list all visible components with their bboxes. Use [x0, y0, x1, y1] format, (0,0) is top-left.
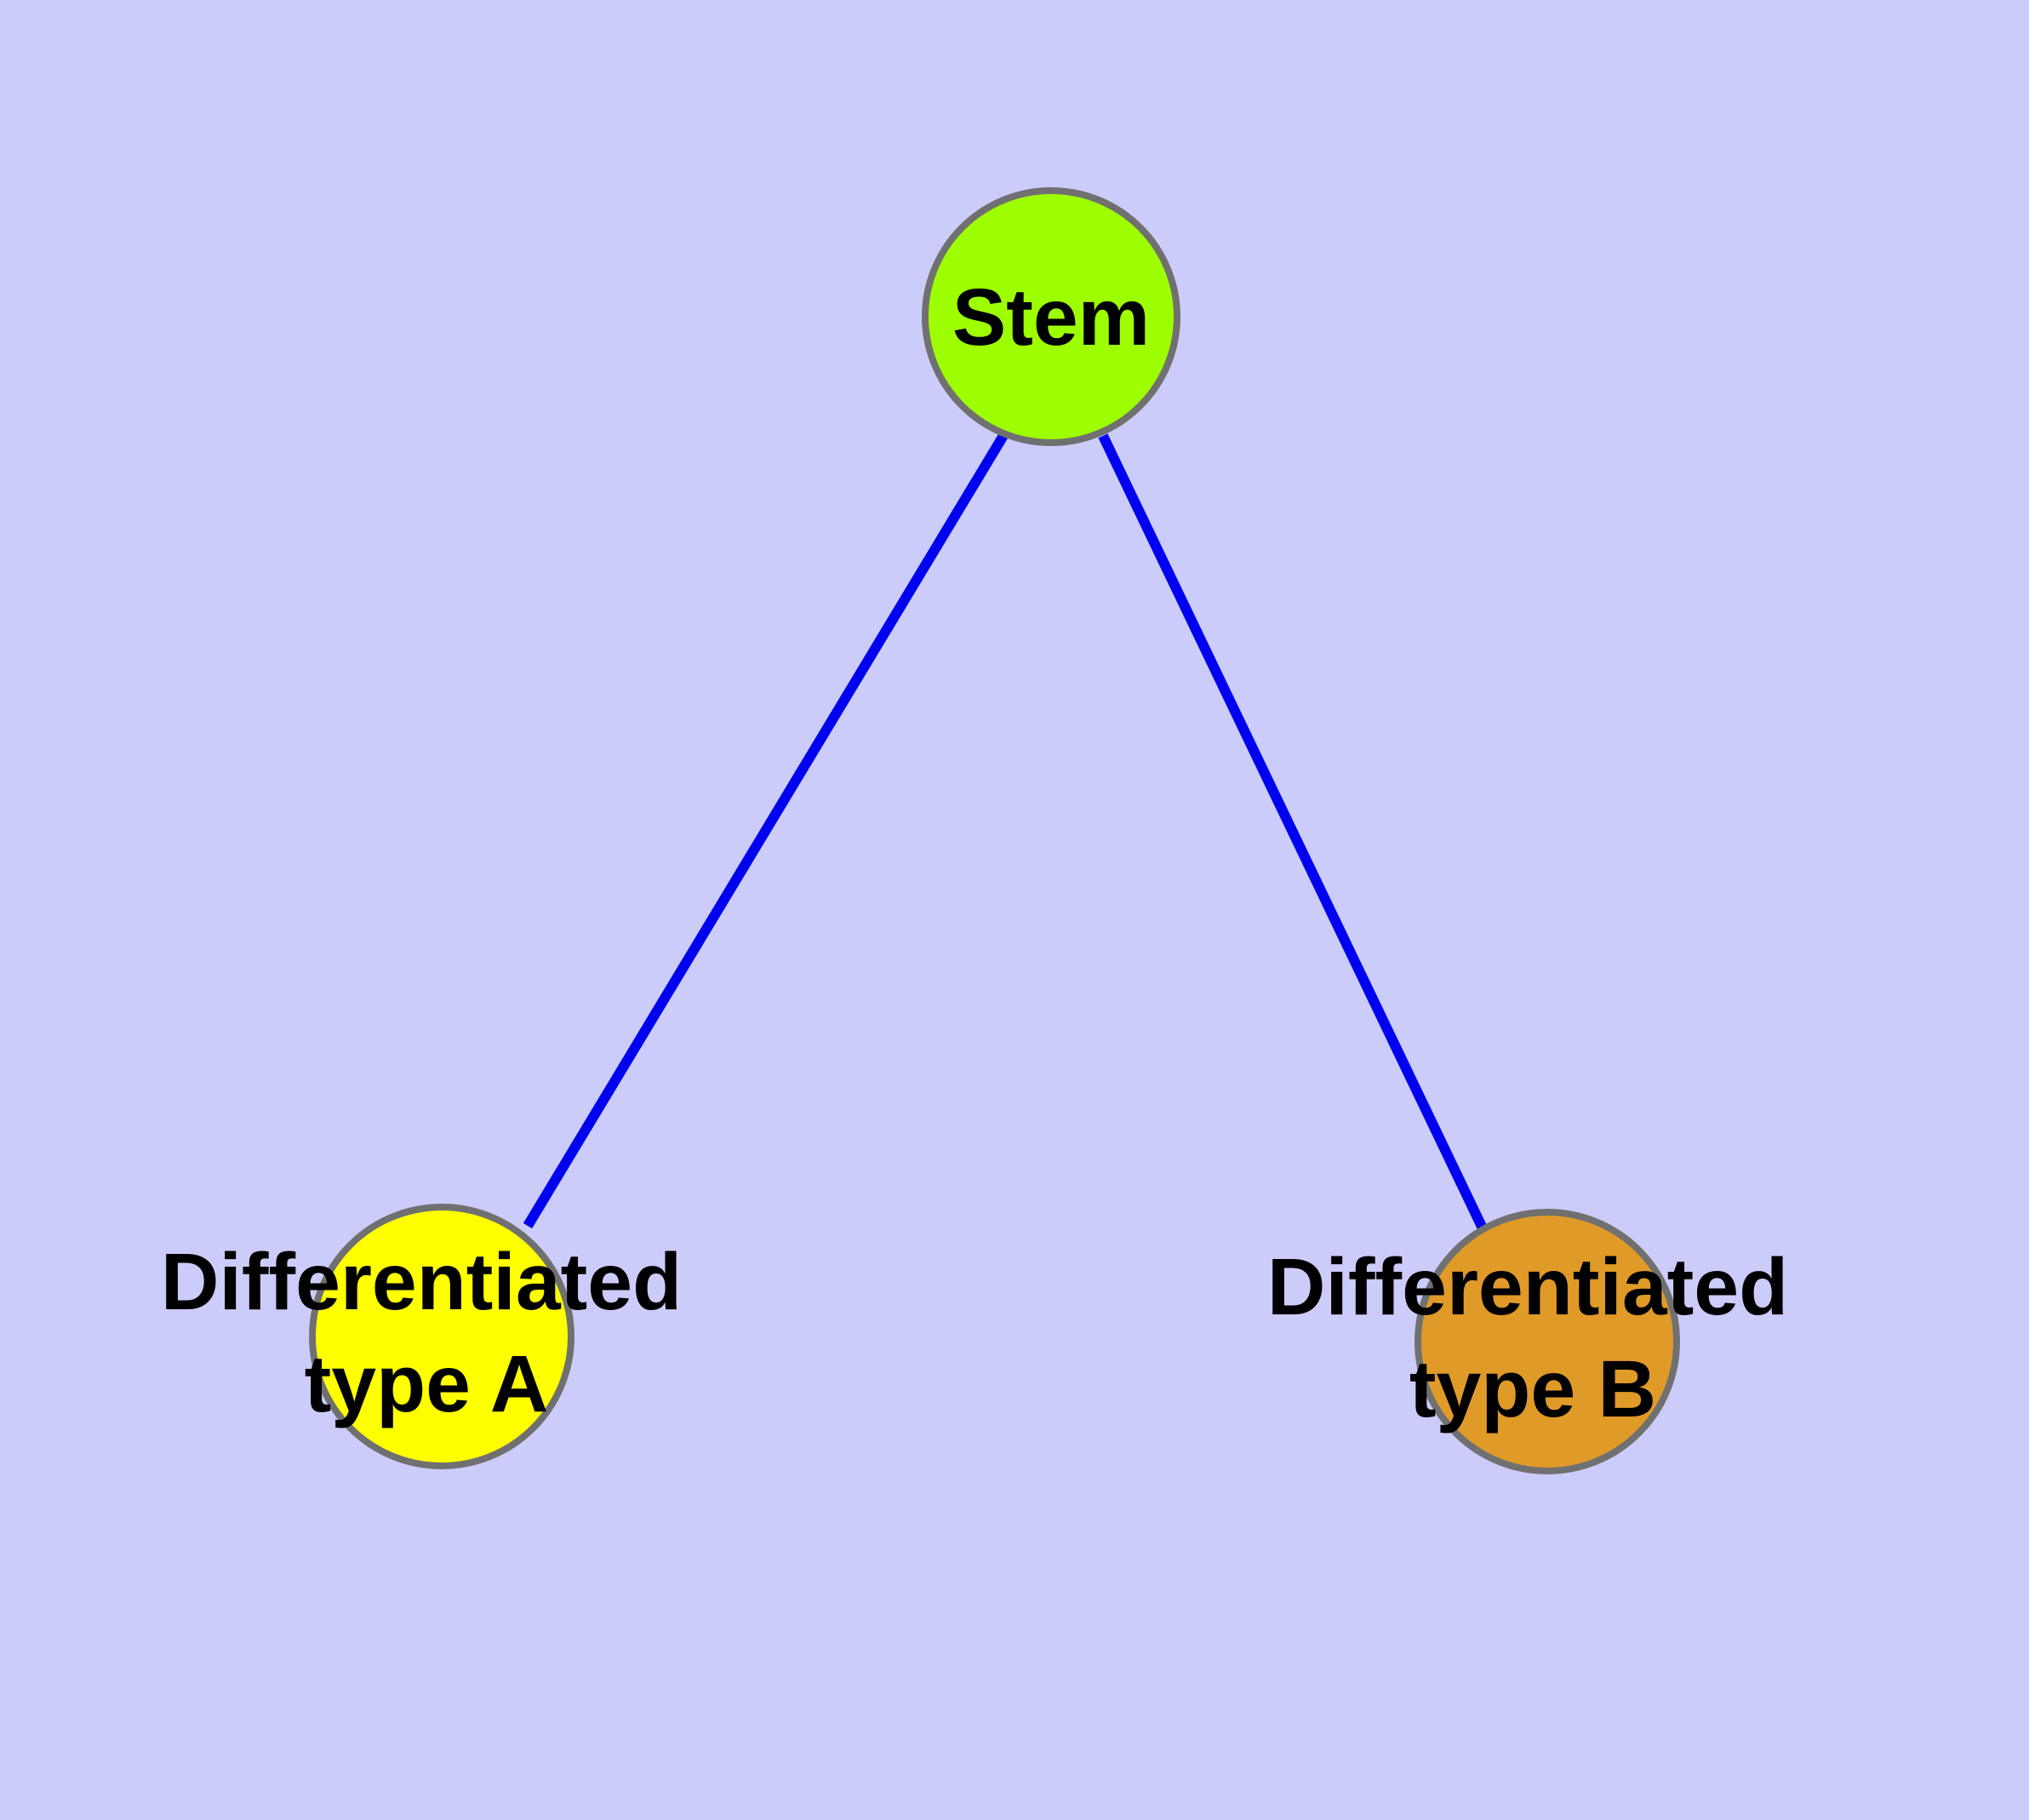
node-stem-label-line-1: Stem [952, 272, 1150, 363]
edge-layer [523, 431, 1489, 1233]
node-differentiated-type-a-label-line-2: type A [305, 1339, 549, 1429]
node-differentiated-type-a[interactable]: Differentiated type A [161, 1204, 682, 1469]
edge-stem-to-differentiated-type-a[interactable] [523, 431, 1009, 1229]
node-differentiated-type-a-label-line-1: Differentiated [161, 1237, 682, 1327]
node-differentiated-type-a-circle[interactable] [309, 1204, 574, 1469]
node-stem[interactable]: Stem [922, 187, 1180, 446]
node-stem-circle[interactable] [922, 187, 1180, 446]
node-differentiated-type-b-label-line-2: type B [1409, 1344, 1656, 1434]
node-layer: Stem Differentiated type A Differentiate… [161, 187, 1788, 1474]
node-differentiated-type-b-circle[interactable] [1415, 1209, 1680, 1474]
node-differentiated-type-b[interactable]: Differentiated type B [1267, 1209, 1788, 1474]
node-differentiated-type-b-label-line-1: Differentiated [1267, 1242, 1788, 1332]
edge-stem-to-differentiated-type-b[interactable] [1098, 433, 1489, 1233]
